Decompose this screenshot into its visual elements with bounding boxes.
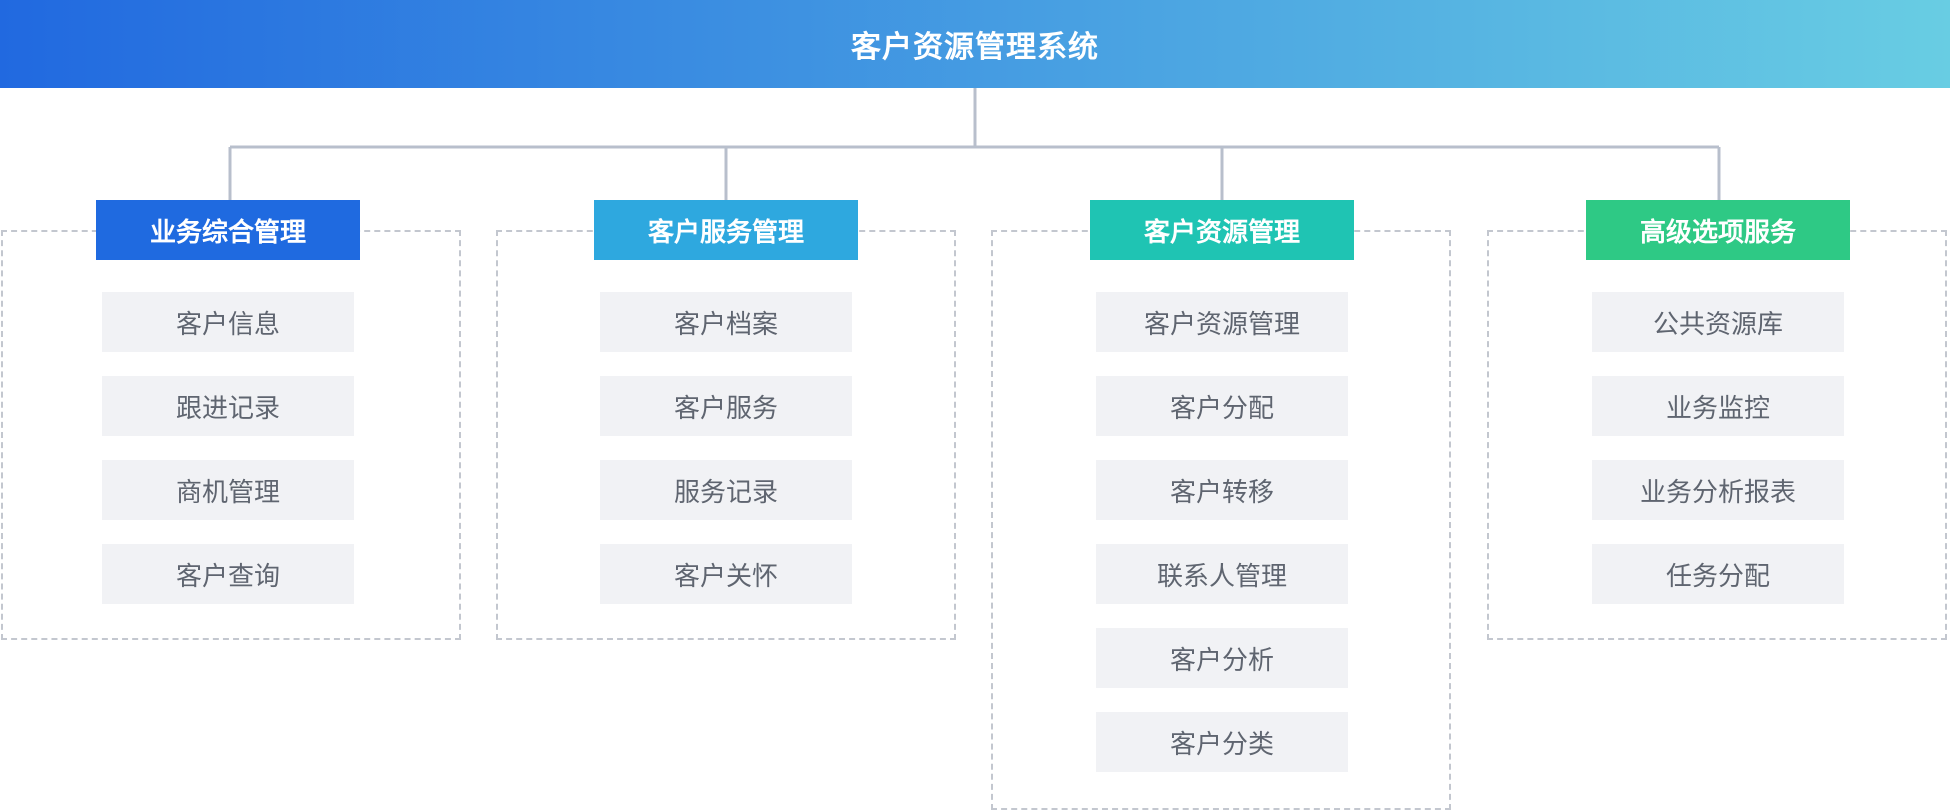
group-3-item[interactable]: 客户转移 xyxy=(1096,460,1348,520)
group-2-item[interactable]: 客户服务 xyxy=(600,376,852,436)
group-3-item[interactable]: 联系人管理 xyxy=(1096,544,1348,604)
connector-lines xyxy=(228,88,1721,200)
group-2-item[interactable]: 服务记录 xyxy=(600,460,852,520)
system-header: 客户资源管理系统 xyxy=(0,0,1950,88)
group-header-1: 业务综合管理 xyxy=(96,200,360,260)
group-4-item[interactable]: 业务分析报表 xyxy=(1592,460,1844,520)
group-4-item[interactable]: 业务监控 xyxy=(1592,376,1844,436)
group-2-item[interactable]: 客户关怀 xyxy=(600,544,852,604)
group-header-3: 客户资源管理 xyxy=(1090,200,1354,260)
group-4-item[interactable]: 公共资源库 xyxy=(1592,292,1844,352)
group-1-item[interactable]: 客户查询 xyxy=(102,544,354,604)
group-3-item[interactable]: 客户资源管理 xyxy=(1096,292,1348,352)
group-header-2: 客户服务管理 xyxy=(594,200,858,260)
group-1-item[interactable]: 客户信息 xyxy=(102,292,354,352)
group-1-item[interactable]: 商机管理 xyxy=(102,460,354,520)
group-3-item[interactable]: 客户分类 xyxy=(1096,712,1348,772)
group-1-item[interactable]: 跟进记录 xyxy=(102,376,354,436)
group-4-item[interactable]: 任务分配 xyxy=(1592,544,1844,604)
group-3-item[interactable]: 客户分析 xyxy=(1096,628,1348,688)
group-2-item[interactable]: 客户档案 xyxy=(600,292,852,352)
system-title: 客户资源管理系统 xyxy=(851,30,1099,65)
group-header-4: 高级选项服务 xyxy=(1586,200,1850,260)
group-3-item[interactable]: 客户分配 xyxy=(1096,376,1348,436)
